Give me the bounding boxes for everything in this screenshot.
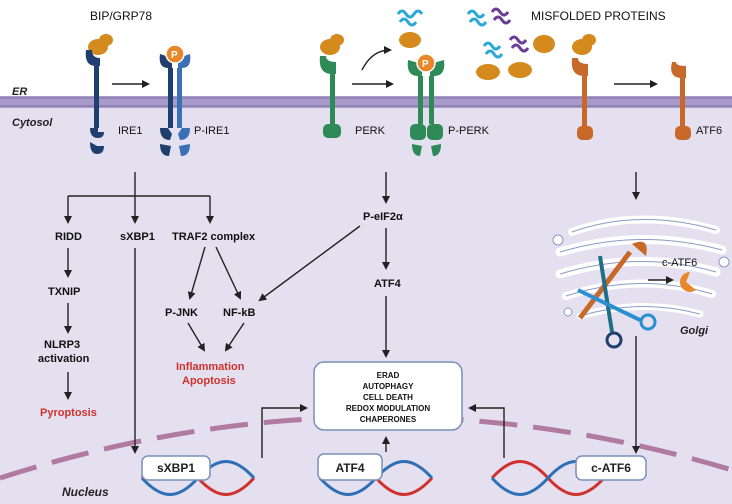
phospho-mark: P <box>171 50 178 61</box>
atf6-receptor <box>571 34 596 140</box>
cytosol-label: Cytosol <box>12 117 53 129</box>
p-ire1-dimer: P <box>159 44 191 156</box>
er-label: ER <box>12 86 27 98</box>
apoptosis-label: Apoptosis <box>182 375 236 387</box>
cytosol-region <box>0 100 732 504</box>
nuclear-sxbp1-box <box>141 455 211 481</box>
bip-chaperone-icon <box>399 32 421 48</box>
protease-scissors-icon <box>577 255 657 349</box>
bip-release-arrow <box>361 46 392 71</box>
nlrp3-label-line2: activation <box>38 353 90 365</box>
traf2-complex-label: TRAF2 complex <box>172 231 256 243</box>
perk-label: PERK <box>355 125 386 137</box>
outcome-item: ERAD <box>377 371 400 380</box>
p-perk-dimer: P <box>407 53 445 156</box>
nf-kb-label: NF-kB <box>223 307 255 319</box>
phospho-mark: P <box>422 59 429 70</box>
golgi-label: Golgi <box>680 325 709 337</box>
ire1-receptor <box>85 34 113 154</box>
ire1-label: IRE1 <box>118 125 142 137</box>
sxbp1-label: sXBP1 <box>120 231 155 243</box>
p-perk-label: P-PERK <box>448 125 490 137</box>
nuclear-atf4-label: ATF4 <box>335 461 364 475</box>
c-atf6-golgi-label: c-ATF6 <box>662 257 697 269</box>
nuclear-atf4-box <box>317 453 383 481</box>
outcome-item: REDOX MODULATION <box>346 404 431 413</box>
outcome-item: CELL DEATH <box>363 393 413 402</box>
misfolded-protein-icon <box>396 9 424 27</box>
c-atf6-fragment-icon <box>680 272 696 293</box>
misfolded-proteins-label: MISFOLDED PROTEINS <box>531 9 666 23</box>
nucleus-label: Nucleus <box>62 485 109 499</box>
nuclear-sxbp1-label: sXBP1 <box>157 461 195 475</box>
atf6-label: ATF6 <box>696 125 722 137</box>
nlrp3-label-line1: NLRP3 <box>44 339 80 351</box>
misfolded-protein-cluster <box>466 7 555 80</box>
atf6-free <box>671 62 691 140</box>
er-membrane <box>0 96 732 108</box>
outcome-item: CHAPERONES <box>360 415 417 424</box>
peif2a-nfkb-arrow <box>258 225 361 302</box>
p-ire1-label: P-IRE1 <box>194 125 229 137</box>
outcome-item: AUTOPHAGY <box>363 382 415 391</box>
pyroptosis-label: Pyroptosis <box>40 407 97 419</box>
outcomes-box <box>313 361 463 431</box>
p-jnk-label: P-JNK <box>165 307 198 319</box>
nuclear-c-atf6-label: c-ATF6 <box>591 461 631 475</box>
phospho-icon <box>416 53 436 73</box>
phospho-icon <box>165 44 185 64</box>
inflammation-label: Inflammation <box>176 361 245 373</box>
ridd-label: RIDD <box>55 231 82 243</box>
perk-receptor <box>319 34 344 138</box>
bip-label: BIP/GRP78 <box>90 9 152 23</box>
txnip-label: TXNIP <box>48 286 80 298</box>
p-eif2a-label: P-eIF2α <box>363 211 403 223</box>
nuclear-c-atf6-box <box>575 455 647 481</box>
atf4-label: ATF4 <box>374 278 402 290</box>
nuclear-envelope <box>0 414 732 481</box>
